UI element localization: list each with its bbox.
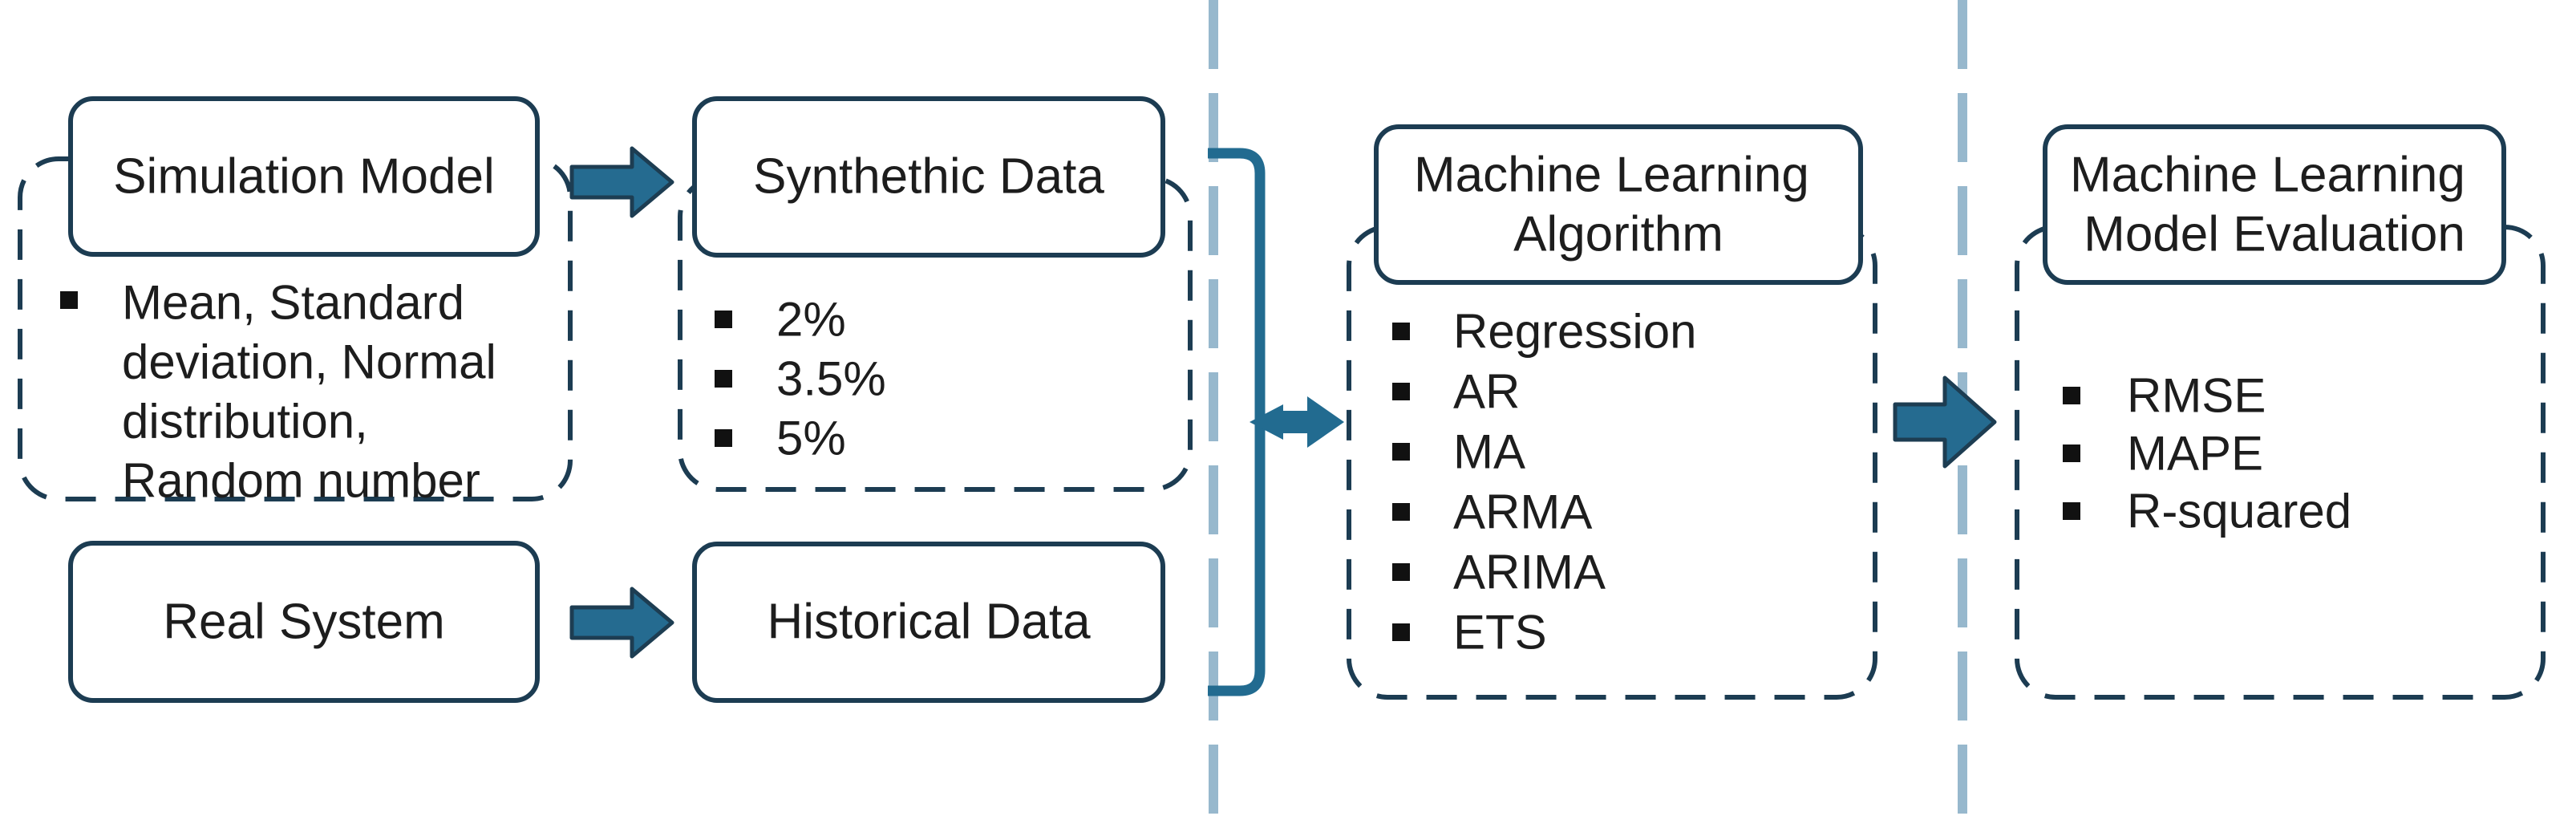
ml-algorithm-title-box [1374, 124, 1863, 285]
list-item: ARIMA [1453, 546, 1606, 599]
bullet-icon [1392, 563, 1410, 581]
ml-evaluation-title: Machine Learning Model Evaluation [2070, 131, 2479, 262]
simulation-group-box [18, 156, 573, 501]
real-system-title: Real System [163, 595, 444, 650]
bullet-icon [1392, 443, 1410, 461]
simulation-parameters-text: Mean, Standard deviation, Normal distrib… [122, 259, 510, 508]
bullet-icon [2063, 445, 2080, 462]
arrow-algorithm-to-evaluation [1893, 375, 1997, 469]
bullet-icon [1392, 383, 1410, 400]
list-item: 3.5% [776, 352, 886, 406]
real-system-box [68, 541, 540, 703]
list-item: MAPE [2127, 427, 2263, 481]
list-item: 5% [776, 412, 846, 465]
list-item: ARMA [1453, 485, 1592, 539]
bullet-icon [60, 291, 78, 309]
simulation-parameters-line3: distribution, [122, 395, 368, 449]
bullet-icon [2063, 502, 2080, 520]
ml-algorithm-title-line2: Algorithm [1513, 207, 1723, 262]
bullet-icon [1392, 623, 1410, 641]
ml-evaluation-bullet-list: RMSE MAPE R-squared [2063, 369, 2351, 538]
bullet-icon [2063, 387, 2080, 404]
ml-algorithm-title: Machine Learning Algorithm [1414, 131, 1823, 262]
synthetic-data-title: Synthethic Data [753, 149, 1104, 205]
simulation-parameters-line2: deviation, Normal [122, 335, 496, 389]
merge-arrow-shaft [1277, 411, 1312, 433]
list-item: RMSE [2127, 369, 2266, 423]
merge-arrow-head [1307, 396, 1344, 448]
ml-evaluation-title-line2: Model Evaluation [2084, 207, 2465, 262]
ml-evaluation-title-box [2043, 124, 2506, 285]
simulation-model-box [68, 96, 540, 257]
bullet-icon [1392, 503, 1410, 521]
arrow-real-to-historical [569, 587, 674, 659]
synthetic-data-bullet-list: 2% 3.5% 5% [715, 293, 886, 465]
list-item: MA [1453, 425, 1525, 479]
synthetic-data-box [692, 96, 1165, 258]
ml-algorithm-title-line1: Machine Learning [1414, 148, 1809, 203]
arrow-simulation-to-synthetic [569, 146, 674, 218]
list-item: AR [1453, 365, 1520, 419]
bullet-icon [715, 311, 732, 328]
bullet-icon [715, 370, 732, 388]
historical-data-box [692, 542, 1165, 703]
simulation-model-title: Simulation Model [113, 149, 495, 205]
ml-algorithm-group-box [1347, 225, 1877, 700]
simulation-parameters-line4: Random number [122, 454, 480, 508]
list-item: R-squared [2127, 485, 2351, 538]
historical-data-title: Historical Data [767, 595, 1091, 650]
bullet-icon [1392, 323, 1410, 340]
ml-algorithm-bullet-list: Regression AR MA ARMA ARIMA ETS [1392, 305, 1697, 660]
list-item: 2% [776, 293, 846, 347]
ml-evaluation-group-box [2015, 225, 2546, 700]
merge-bracket-tail-wedge [1250, 404, 1283, 440]
bullet-icon [715, 429, 732, 447]
simulation-parameters-line1: Mean, Standard [122, 276, 464, 330]
ml-evaluation-title-line1: Machine Learning [2070, 148, 2465, 203]
list-item: Regression [1453, 305, 1697, 359]
list-item: ETS [1453, 606, 1547, 660]
